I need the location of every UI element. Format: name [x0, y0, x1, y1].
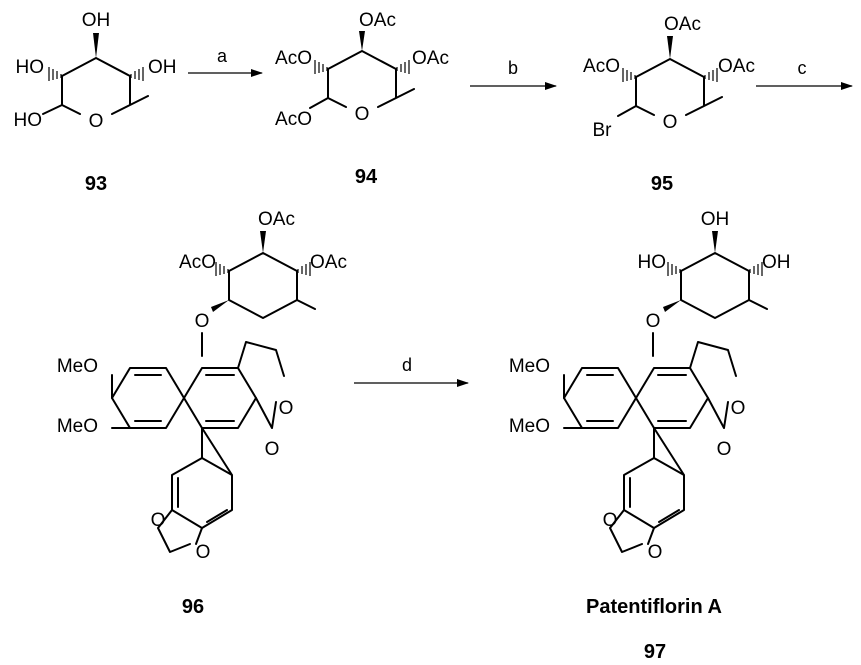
- compound-label-97: 97: [644, 641, 666, 663]
- atom-oac: OAc: [412, 48, 449, 69]
- atom-dioxole-o: O: [151, 510, 166, 531]
- atom-ring-o: O: [663, 112, 678, 133]
- atom-br: Br: [593, 120, 613, 141]
- compound-label-95: 95: [651, 173, 673, 195]
- compound-95-structure: OAc OAc AcO Br O: [583, 14, 755, 141]
- atom-ether-o: O: [646, 311, 661, 332]
- atom-meo: MeO: [509, 416, 550, 437]
- reagent-label-c: c: [798, 58, 807, 78]
- atom-dioxole-o: O: [603, 510, 618, 531]
- atom-ho: HO: [16, 57, 45, 78]
- atom-meo: MeO: [509, 356, 550, 377]
- reagent-label-d: d: [402, 355, 412, 375]
- atom-ring-o: O: [89, 111, 104, 132]
- compound-label-93: 93: [85, 173, 107, 195]
- atom-ho: HO: [14, 110, 43, 131]
- atom-meo: MeO: [57, 416, 98, 437]
- atom-dioxole-o: O: [196, 542, 211, 563]
- atom-carbonyl-o: O: [265, 439, 280, 460]
- atom-oac: OAc: [664, 14, 701, 35]
- compound-label-96: 96: [182, 596, 204, 618]
- atom-lactone-o: O: [731, 398, 746, 419]
- atom-carbonyl-o: O: [717, 439, 732, 460]
- atom-oh: OH: [148, 57, 177, 78]
- compound-97-structure: OH OH HO O O O MeO MeO O O: [509, 209, 791, 563]
- atom-ho: HO: [638, 252, 667, 273]
- atom-oac: OAc: [310, 252, 347, 273]
- atom-ring-o: O: [355, 104, 370, 125]
- atom-aco: AcO: [179, 252, 216, 273]
- atom-aco: AcO: [275, 48, 312, 69]
- compound-93-structure: OH OH HO HO O: [14, 10, 177, 132]
- compound-96-structure: OAc OAc AcO O O O MeO MeO O O: [57, 209, 347, 563]
- atom-oh: OH: [82, 10, 111, 31]
- atom-lactone-o: O: [279, 398, 294, 419]
- atom-dioxole-o: O: [648, 542, 663, 563]
- atom-aco: AcO: [583, 56, 620, 77]
- compound-name-patentiflorin-a: Patentiflorin A: [586, 596, 722, 618]
- atom-oh: OH: [762, 252, 791, 273]
- atom-oh: OH: [701, 209, 730, 230]
- compound-label-94: 94: [355, 166, 378, 188]
- atom-meo: MeO: [57, 356, 98, 377]
- atom-oac: OAc: [258, 209, 295, 230]
- atom-oac: OAc: [359, 10, 396, 31]
- atom-oac: OAc: [718, 56, 755, 77]
- atom-aco: AcO: [275, 109, 312, 130]
- atom-ether-o: O: [195, 311, 210, 332]
- compound-94-structure: OAc OAc AcO AcO O: [275, 10, 449, 130]
- reagent-label-b: b: [508, 58, 518, 78]
- reagent-label-a: a: [217, 46, 228, 66]
